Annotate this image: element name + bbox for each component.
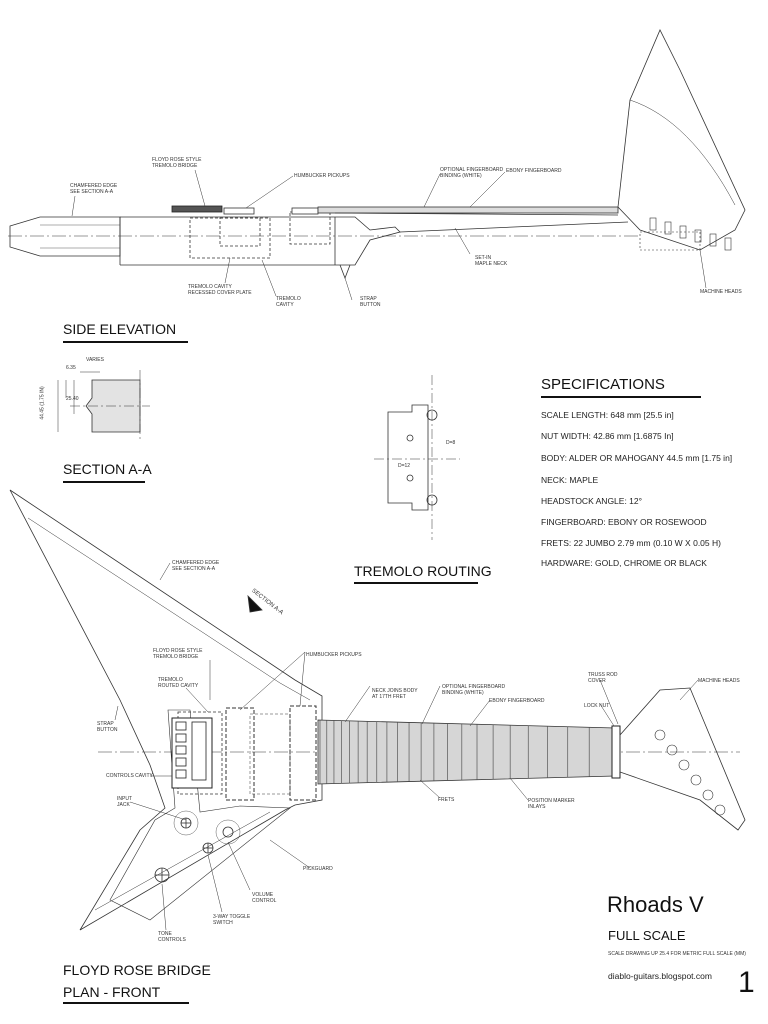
plan-view-drawing xyxy=(9,489,746,931)
plan-front-title-1: FLOYD ROSE BRIDGE xyxy=(63,962,211,978)
page-number: 1 xyxy=(738,966,755,999)
website-credit[interactable]: diablo-guitars.blogspot.com xyxy=(608,971,712,981)
dim-25-40: 25.40 xyxy=(66,396,79,402)
label-d8: D=8 xyxy=(446,440,456,446)
label-plan-strap-button: STRAP BUTTON xyxy=(97,721,118,733)
label-plan-humbucker: HUMBUCKER PICKUPS xyxy=(306,652,362,658)
spec-item: NECK: MAPLE xyxy=(541,475,599,485)
side-elevation-title: SIDE ELEVATION xyxy=(63,321,177,337)
label-plan-truss-rod: TRUSS ROD COVER xyxy=(588,672,618,684)
label-plan-toggle: 3-WAY TOGGLE SWITCH xyxy=(213,914,251,926)
specifications-underline xyxy=(541,396,701,398)
label-varies: VARIES xyxy=(86,357,104,363)
spec-item: HEADSTOCK ANGLE: 12° xyxy=(541,496,643,506)
tremolo-routing-drawing xyxy=(374,375,460,540)
label-plan-optional-binding: OPTIONAL FINGERBOARD BINDING (WHITE) xyxy=(442,684,506,696)
label-strap-button: STRAP BUTTON xyxy=(360,296,381,308)
label-humbucker-pickups: HUMBUCKER PICKUPS xyxy=(294,173,350,179)
label-plan-volume: VOLUME CONTROL xyxy=(252,892,277,904)
label-plan-lock-nut: LOCK NUT xyxy=(584,703,610,709)
label-plan-frets: FRETS xyxy=(438,797,455,803)
section-aa-title: SECTION A-A xyxy=(63,461,152,477)
tremolo-routing-title: TREMOLO ROUTING xyxy=(354,563,492,579)
label-plan-pickguard: PICKGUARD xyxy=(303,866,333,872)
label-plan-chamfered-edge: CHAMFERED EDGE SEE SECTION A-A xyxy=(172,560,220,572)
label-floyd-rose-bridge: FLOYD ROSE STYLE TREMOLO BRIDGE xyxy=(152,157,202,169)
label-chamfered-edge: CHAMFERED EDGE SEE SECTION A-A xyxy=(70,183,118,195)
label-plan-machine-heads: MACHINE HEADS xyxy=(698,678,740,684)
side-elevation-underline xyxy=(63,341,188,343)
label-machine-heads-side: MACHINE HEADS xyxy=(700,289,742,295)
label-plan-position-markers: POSITION MARKER INLAYS xyxy=(528,798,575,810)
spec-item: HARDWARE: GOLD, CHROME OR BLACK xyxy=(541,558,707,568)
label-tremolo-cavity: TREMOLO CAVITY xyxy=(276,296,301,308)
label-plan-tone: TONE CONTROLS xyxy=(158,931,186,943)
section-aa-drawing xyxy=(57,370,150,440)
dim-44-45: 44.45 (1.75 In) xyxy=(39,386,46,420)
section-aa-underline xyxy=(63,481,145,483)
plan-front-underline xyxy=(63,1002,189,1004)
spec-item: BODY: ALDER OR MAHOGANY 44.5 mm [1.75 in… xyxy=(541,453,733,463)
label-plan-neck-joins: NECK JOINS BODY AT 17th FRET xyxy=(372,688,418,700)
scale-note: SCALE DRAWING UP 25.4 FOR METRIC FULL SC… xyxy=(608,951,746,957)
spec-item: FINGERBOARD: EBONY OR ROSEWOOD xyxy=(541,517,707,527)
label-plan-floyd-rose: FLOYD ROSE STYLE TREMOLO BRIDGE xyxy=(153,648,203,660)
spec-item: FRETS: 22 JUMBO 2.79 mm (0.10 W X 0.05 H… xyxy=(541,538,721,548)
specifications-title: SPECIFICATIONS xyxy=(541,376,665,393)
dim-6-35: 6.35 xyxy=(66,365,76,371)
drawing-scale: FULL SCALE xyxy=(608,928,686,943)
plan-front-title-2: PLAN - FRONT xyxy=(63,984,161,1000)
drawing-name: Rhoads V xyxy=(607,892,704,917)
label-plan-tremolo-routed: TREMOLO ROUTED CAVITY xyxy=(158,677,199,689)
side-elevation-drawing xyxy=(8,29,746,301)
label-plan-input-jack: INPUT JACK xyxy=(117,796,132,808)
label-ebony-fingerboard: EBONY FINGERBOARD xyxy=(506,168,562,174)
label-optional-binding: OPTIONAL FINGERBOARD BINDING (WHITE) xyxy=(440,167,504,179)
label-set-in-neck: SET-IN MAPLE NECK xyxy=(475,255,508,267)
label-plan-ebony-fingerboard: EBONY FINGERBOARD xyxy=(489,698,545,704)
tremolo-routing-underline xyxy=(354,582,478,584)
label-tremolo-cavity-cover: TREMOLO CAVITY RECESSED COVER PLATE xyxy=(188,284,252,296)
spec-item: SCALE LENGTH: 648 mm [25.5 in] xyxy=(541,410,674,420)
spec-item: NUT WIDTH: 42.86 mm [1.6875 In] xyxy=(541,431,674,441)
label-plan-controls-cavity: CONTROLS CAVITY xyxy=(106,773,153,779)
label-d12: D=12 xyxy=(398,463,411,469)
